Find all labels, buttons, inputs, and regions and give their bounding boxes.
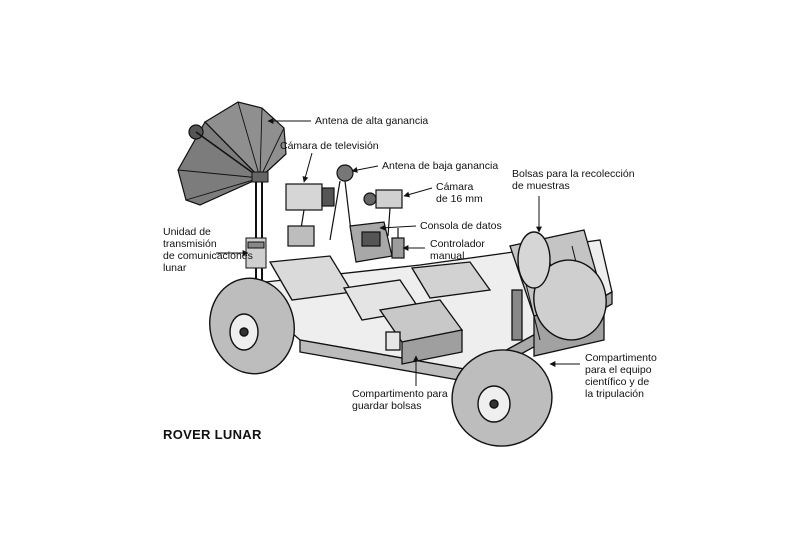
label-equipment-compartment: Compartimento para el equipo científico … (585, 352, 657, 400)
leader-lines (216, 118, 580, 386)
label-hand-controller: Controlador manual (430, 238, 485, 262)
label-tv-camera: Cámara de televisión (280, 140, 379, 152)
comm-unit (245, 237, 267, 269)
hand-controller (391, 228, 405, 259)
camera-16mm (363, 189, 403, 237)
label-camera-16mm: Cámara de 16 mm (436, 181, 483, 205)
label-high-gain-antenna: Antena de alta ganancia (315, 115, 429, 127)
rover-wheels (209, 231, 607, 447)
low-gain-antenna (329, 164, 354, 241)
rover-chassis (236, 229, 613, 384)
label-low-gain-antenna: Antena de baja ganancia (382, 160, 499, 172)
label-bag-compartment: Compartimento para guardar bolsas (352, 388, 448, 412)
label-comm-unit: Unidad de transmisión de comunicaciones … (163, 226, 253, 274)
data-console (349, 221, 393, 263)
diagram-title: ROVER LUNAR (163, 427, 262, 442)
high-gain-antenna (177, 101, 287, 206)
label-sample-bags: Bolsas para la recolección de muestras (512, 168, 635, 192)
tv-camera (285, 183, 335, 247)
label-data-console: Consola de datos (420, 220, 502, 232)
